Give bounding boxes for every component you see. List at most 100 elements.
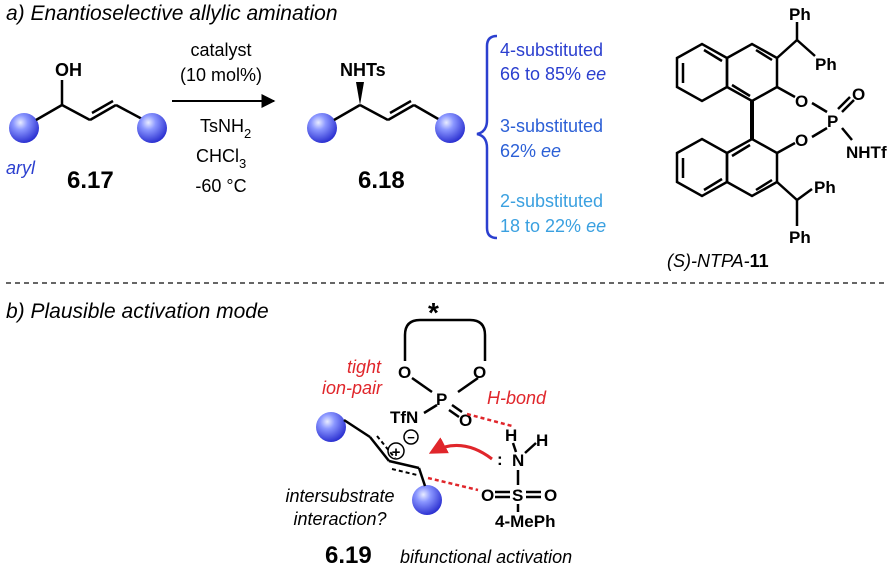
- tfn-label: TfN: [390, 408, 418, 427]
- bond: [343, 418, 371, 439]
- oxygen-label: O: [795, 131, 808, 150]
- hashed-wedge-bond: [356, 82, 364, 105]
- nitrogen-label: N: [512, 451, 524, 470]
- double-bond: [89, 103, 117, 122]
- tight-ion-pair-label-1: tight: [347, 357, 382, 377]
- phenyl-label: Ph: [815, 55, 837, 74]
- lower-naphthyl-ring-left: [675, 137, 729, 198]
- aryl-ball-left: [307, 113, 337, 143]
- positive-charge-icon: [387, 442, 405, 460]
- aryl-label: aryl: [6, 158, 36, 178]
- reaction-conditions: catalyst (10 mol%) TsNH2 CHCl3 -60 °C: [172, 40, 276, 196]
- aryl-ball-left: [9, 113, 39, 143]
- tolyl-label: 4-MePh: [495, 512, 555, 531]
- bond: [417, 467, 427, 487]
- bond: [796, 39, 816, 57]
- hydroxyl-label: OH: [55, 60, 82, 80]
- bond: [703, 48, 723, 63]
- condition-catalyst: catalyst: [190, 40, 251, 60]
- bond: [755, 178, 773, 192]
- aryl-ball-right: [137, 113, 167, 143]
- bond: [411, 376, 433, 394]
- allyl-cation: +: [316, 412, 442, 515]
- bond: [413, 103, 441, 122]
- phenyl-label: Ph: [814, 178, 836, 197]
- bond: [359, 103, 389, 122]
- sulfonamide: H H N : O S O 4-MePh: [481, 426, 557, 531]
- double-bond: [389, 99, 412, 115]
- chiral-phosphate: [403, 318, 487, 419]
- nhts-label: NHTs: [340, 60, 386, 80]
- activation-caption: bifunctional activation: [400, 547, 572, 567]
- bond: [369, 436, 390, 462]
- compound-label-6-17: 6.17: [67, 167, 114, 194]
- catalyst-labels: Ph Ph Ph Ph O O P O NHTf (S)-NTPA-11: [667, 5, 887, 271]
- hydrogen-label: H: [505, 426, 517, 445]
- bond: [388, 459, 420, 470]
- results-list: 4-substituted 66 to 85% ee 3-substituted…: [500, 40, 606, 236]
- bond: [524, 442, 537, 454]
- nucleophilic-attack-arrow: [428, 437, 493, 461]
- result-4-pattern: 4-substituted: [500, 40, 603, 60]
- bond: [776, 181, 798, 201]
- double-bond: [91, 99, 114, 115]
- bond: [115, 103, 145, 122]
- intersubstrate-label-2: interaction?: [293, 509, 386, 529]
- compound-label-6-19: 6.19: [325, 542, 372, 569]
- aryl-ball-right: [412, 485, 442, 515]
- aryl-ball-left: [316, 412, 346, 442]
- upper-naphthyl-ring-left: [675, 42, 729, 103]
- catalyst-name: (S)-NTPA-11: [667, 251, 769, 271]
- lone-pair: :: [497, 450, 503, 469]
- bond: [333, 103, 361, 122]
- tight-ion-pair-label-2: ion-pair: [322, 378, 383, 398]
- oxygen-label: O: [852, 85, 865, 104]
- bond: [841, 99, 855, 113]
- upper-naphthyl-ring-right: [725, 42, 779, 103]
- phosphorus-label: P: [827, 112, 838, 131]
- condition-solvent: CHCl3: [196, 146, 246, 171]
- bond: [776, 85, 796, 99]
- negative-charge-icon: [403, 429, 419, 445]
- positive-charge-sign: +: [392, 444, 401, 461]
- result-3-pattern: 3-substituted: [500, 116, 603, 136]
- hydrogen-label: H: [536, 431, 548, 450]
- condition-loading: (10 mol%): [180, 65, 262, 85]
- hbond-dashes: [466, 412, 513, 428]
- bond: [811, 101, 828, 114]
- section-b-title: b) Plausible activation mode: [6, 300, 269, 323]
- catalyst-structure: [675, 22, 855, 226]
- oxygen-label: O: [795, 92, 808, 111]
- result-2-pattern: 2-substituted: [500, 191, 603, 211]
- bond: [755, 48, 773, 62]
- bond: [511, 442, 518, 453]
- chiral-star: *: [428, 297, 439, 328]
- condition-reagent: TsNH2: [200, 116, 251, 141]
- bond: [811, 126, 828, 139]
- phenyl-label: Ph: [789, 5, 811, 24]
- oxygen-label: O: [473, 363, 486, 382]
- bond: [448, 408, 460, 419]
- chiral-backbone: [403, 318, 487, 361]
- phenyl-label: Ph: [789, 228, 811, 247]
- bond: [731, 143, 751, 158]
- oxygen-label: O: [398, 363, 411, 382]
- bond: [796, 187, 813, 202]
- bond: [61, 103, 91, 122]
- negative-charge-sign: −: [407, 430, 415, 445]
- bond: [451, 403, 463, 414]
- compound-label-6-18: 6.18: [358, 167, 405, 194]
- result-3-ee: 62% ee: [500, 141, 561, 161]
- bond: [837, 96, 851, 110]
- result-2-ee: 18 to 22% ee: [500, 216, 606, 236]
- bond: [35, 103, 63, 122]
- bond: [457, 376, 479, 394]
- oxygen-label: O: [481, 486, 494, 505]
- bond: [731, 83, 751, 98]
- condition-temperature: -60 °C: [195, 176, 246, 196]
- section-a-title: a) Enantioselective allylic amination: [6, 2, 338, 25]
- bond: [703, 177, 723, 192]
- bond: [423, 403, 438, 415]
- bond: [776, 141, 796, 155]
